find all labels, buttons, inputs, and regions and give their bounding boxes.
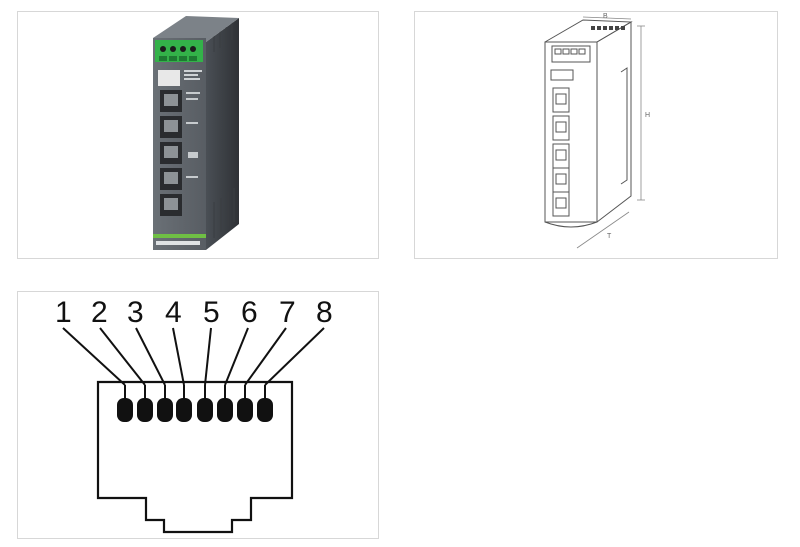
height-dim-label: H	[645, 112, 650, 119]
dimension-drawing: B H T	[544, 13, 650, 249]
jack-contacts	[117, 398, 273, 422]
pin-label-4: 4	[165, 296, 182, 329]
depth-dim-label: T	[607, 233, 612, 240]
pin-label-2: 2	[91, 296, 108, 329]
pin-label-7: 7	[279, 296, 296, 329]
pin-label-5: 5	[203, 296, 220, 329]
dimension-drawing-tile[interactable]: B H T	[414, 11, 778, 259]
pin-label-6: 6	[241, 296, 258, 329]
ethernet-ports	[160, 90, 182, 216]
jack-outline	[96, 380, 294, 534]
rj45-pinout-tile[interactable]: 1 2 3 4 5 6 7 8	[17, 291, 379, 539]
pin-label-8: 8	[316, 296, 333, 329]
pin-label-3: 3	[127, 296, 144, 329]
accent-band	[153, 234, 206, 238]
pin-label-1: 1	[55, 296, 72, 329]
rj45-pinout-diagram: 1 2 3 4 5 6 7 8	[55, 296, 333, 534]
width-dim-label: B	[603, 13, 608, 20]
product-photo	[153, 16, 239, 250]
product-photo-tile[interactable]	[17, 11, 379, 259]
